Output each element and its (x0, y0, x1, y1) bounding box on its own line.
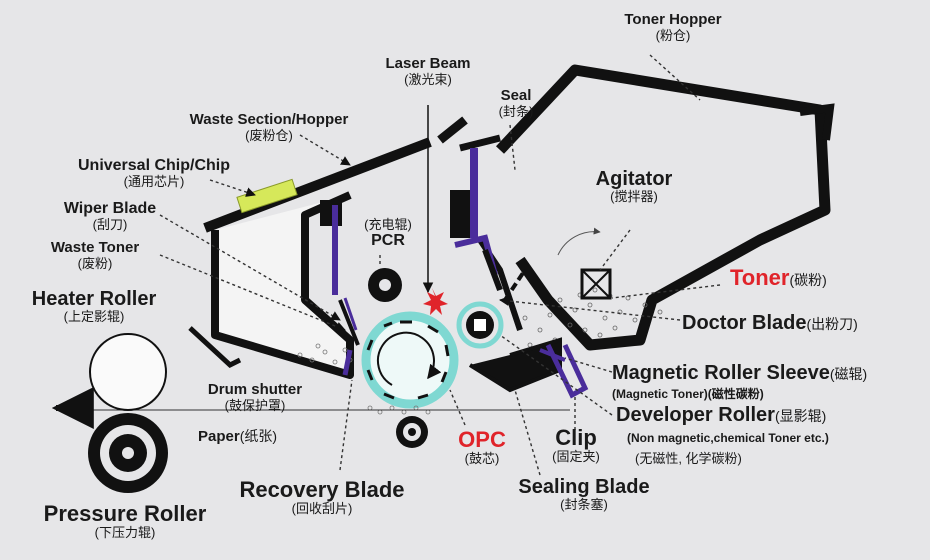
wiper-blade (338, 297, 360, 346)
drum-shutter (188, 326, 242, 369)
drum-shutter-label: Drum shutter (鼓保护罩) (207, 381, 303, 413)
developer-blade-assembly (468, 268, 589, 399)
recovery-blade-label: Recovery Blade (回收刮片) (239, 477, 405, 517)
seal-label: Seal (封条) (498, 87, 534, 119)
laser-beam (422, 105, 448, 315)
pcr-label: (充电辊) PCR (364, 217, 412, 250)
pressure-roller-label: Pressure Roller (下压力辊) (43, 501, 207, 541)
seal-assembly (437, 116, 503, 292)
recovery-blade (342, 349, 353, 376)
non-magnetic-zh-sublabel: (无磁性, 化学碳粉) (635, 451, 742, 466)
sealing-blade-label: Sealing Blade (封条塞) (518, 476, 650, 512)
universal-chip-label: Universal Chip/Chip (通用芯片) (77, 157, 231, 189)
pressure-roller (88, 413, 168, 493)
heater-roller-label: Heater Roller (上定影辊) (31, 288, 157, 324)
clip-label: Clip (固定夹) (552, 425, 600, 465)
doctor-blade-label: Doctor Blade(出粉刀) (682, 312, 858, 334)
paper-label: Paper(纸张) (198, 428, 278, 445)
waste-section-label: Waste Section/Hopper (废粉仓) (189, 111, 349, 143)
opc-label: OPC (鼓芯) (458, 427, 506, 467)
waste-toner-label: Waste Toner (废粉) (50, 239, 140, 271)
toner-label: Toner(碳粉) (730, 265, 827, 290)
toner-hopper-label: Toner Hopper (粉仓) (624, 11, 722, 43)
developer-roller (456, 301, 504, 349)
pcr-roller (368, 268, 402, 302)
developer-roller-label: Developer Roller(显影辊) (616, 404, 827, 426)
non-magnetic-sublabel: (Non magnetic,chemical Toner etc.) (627, 431, 829, 445)
paper-path (51, 387, 570, 429)
agitator (557, 227, 612, 300)
waste-section-housing (203, 137, 432, 379)
heater-roller (89, 333, 167, 411)
universal-chip (236, 178, 298, 214)
agitator-label: Agitator (搅拌器) (595, 168, 673, 204)
opc-drum (361, 311, 459, 409)
leader-lines (159, 54, 721, 476)
magnetic-roller-sleeve-label: Magnetic Roller Sleeve(磁辊) (612, 362, 868, 384)
magnetic-toner-sublabel: (Magnetic Toner)(磁性碳粉) (612, 387, 764, 401)
laser-beam-label: Laser Beam (激光束) (385, 55, 471, 87)
transfer-roller (396, 416, 428, 448)
wiper-blade-label: Wiper Blade (刮刀) (63, 200, 157, 232)
